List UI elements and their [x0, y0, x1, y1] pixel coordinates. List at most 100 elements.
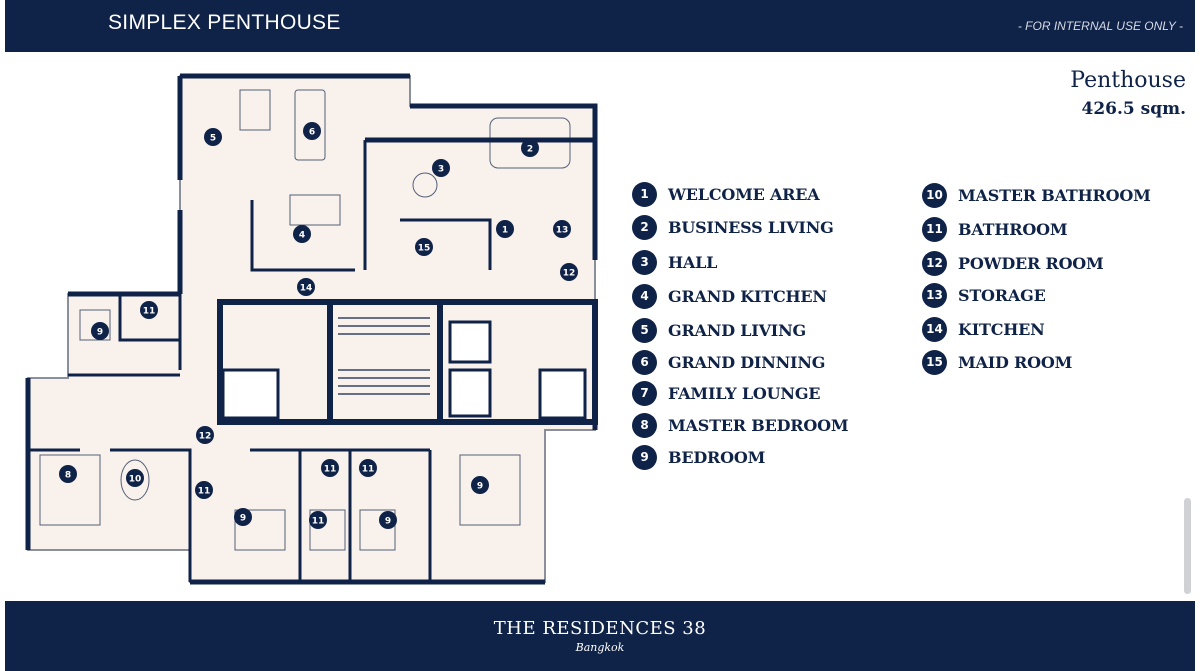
plan-marker: 11 — [309, 511, 327, 529]
legend-number: 15 — [922, 349, 947, 375]
svg-text:9: 9 — [477, 482, 483, 492]
unit-type: Penthouse — [1070, 68, 1186, 93]
plan-marker: 5 — [204, 128, 222, 146]
svg-text:11: 11 — [312, 517, 325, 527]
svg-text:15: 15 — [418, 244, 431, 254]
legend-number: 13 — [922, 282, 947, 308]
legend-number: 2 — [632, 214, 657, 240]
legend-item-welcome-area: 1 WELCOME AREA — [632, 181, 820, 207]
floor-area — [27, 75, 596, 583]
plan-marker: 2 — [521, 139, 539, 157]
legend-number: 3 — [632, 249, 657, 275]
legend-item-grand-kitchen: 4 GRAND KITCHEN — [632, 283, 827, 309]
svg-text:11: 11 — [198, 487, 211, 497]
plan-marker: 11 — [140, 301, 158, 319]
svg-text:10: 10 — [129, 475, 142, 485]
legend-number: 1 — [632, 181, 657, 207]
svg-text:8: 8 — [65, 471, 71, 481]
svg-text:2: 2 — [527, 145, 533, 155]
legend-item-hall: 3 HALL — [632, 249, 717, 275]
svg-text:1: 1 — [502, 226, 508, 236]
svg-text:12: 12 — [199, 432, 212, 442]
plan-marker: 11 — [359, 459, 377, 477]
legend-number: 8 — [632, 412, 657, 438]
legend-label: MASTER BEDROOM — [668, 415, 849, 435]
floor-plan: 5 6 3 2 1 13 4 15 14 12 11 9 8 10 11 12 … — [25, 73, 598, 585]
plan-marker: 9 — [234, 508, 252, 526]
plan-marker: 11 — [195, 481, 213, 499]
legend-label: GRAND DINNING — [668, 352, 826, 372]
building-core — [217, 299, 598, 425]
plan-marker: 12 — [560, 263, 578, 281]
lift-shafts — [221, 320, 587, 420]
legend-number: 6 — [632, 349, 657, 375]
plan-marker: 11 — [321, 459, 339, 477]
legend-label: BATHROOM — [958, 219, 1068, 239]
footer-bar: THE RESIDENCES 38 Bangkok — [5, 601, 1195, 671]
legend-item-grand-living: 5 GRAND LIVING — [632, 317, 806, 343]
plan-marker: 12 — [196, 426, 214, 444]
plan-marker: 4 — [293, 225, 311, 243]
legend-item-master-bedroom: 8 MASTER BEDROOM — [632, 412, 849, 438]
internal-use-note: - FOR INTERNAL USE ONLY - — [1017, 19, 1183, 33]
plan-marker: 6 — [303, 122, 321, 140]
svg-text:9: 9 — [97, 328, 103, 338]
plan-marker: 10 — [126, 469, 144, 487]
plan-marker: 1 — [496, 220, 514, 238]
svg-text:12: 12 — [563, 269, 576, 279]
legend-item-family-lounge: 7 FAMILY LOUNGE — [632, 380, 820, 406]
svg-text:9: 9 — [385, 517, 391, 527]
legend-label: MAID ROOM — [958, 352, 1073, 372]
svg-text:11: 11 — [143, 307, 156, 317]
legend-label: KITCHEN — [958, 319, 1045, 339]
legend-item-maid-room: 15 MAID ROOM — [922, 349, 1072, 375]
legend-number: 14 — [922, 316, 947, 342]
svg-text:13: 13 — [556, 226, 569, 236]
stair-lines — [338, 317, 430, 395]
legend-label: GRAND KITCHEN — [668, 286, 827, 306]
legend-item-master-bathroom: 10 MASTER BATHROOM — [922, 182, 1151, 208]
svg-text:14: 14 — [300, 284, 313, 294]
legend-label: HALL — [668, 252, 718, 272]
svg-text:3: 3 — [438, 165, 444, 175]
legend-label: GRAND LIVING — [668, 320, 806, 340]
svg-text:11: 11 — [324, 465, 337, 475]
partitions — [28, 140, 492, 582]
legend-number: 9 — [632, 444, 657, 470]
legend-label: MASTER BATHROOM — [958, 185, 1151, 205]
unit-area: 426.5 sqm. — [1081, 99, 1186, 119]
plan-marker: 8 — [59, 465, 77, 483]
plan-marker: 14 — [297, 278, 315, 296]
svg-text:5: 5 — [210, 134, 216, 144]
legend-label: FAMILY LOUNGE — [668, 383, 821, 403]
legend-item-business-living: 2 BUSINESS LIVING — [632, 214, 834, 240]
legend-label: BUSINESS LIVING — [668, 217, 834, 237]
svg-text:11: 11 — [362, 465, 375, 475]
legend-label: WELCOME AREA — [668, 184, 820, 204]
legend-number: 11 — [922, 216, 947, 242]
header-bar: SIMPLEX PENTHOUSE - FOR INTERNAL USE ONL… — [5, 0, 1195, 52]
plan-marker: 13 — [553, 220, 571, 238]
plan-marker: 9 — [379, 511, 397, 529]
plan-marker: 9 — [471, 476, 489, 494]
svg-text:9: 9 — [240, 514, 246, 524]
scrollbar-thumb[interactable] — [1184, 498, 1191, 594]
furniture — [39, 89, 571, 551]
legend-label: STORAGE — [958, 285, 1046, 305]
legend-number: 10 — [922, 182, 947, 208]
legend-item-bathroom: 11 BATHROOM — [922, 216, 1068, 242]
legend-label: POWDER ROOM — [958, 253, 1104, 273]
legend-number: 5 — [632, 317, 657, 343]
legend-item-grand-dinning: 6 GRAND DINNING — [632, 349, 825, 375]
legend-item-storage: 13 STORAGE — [922, 282, 1046, 308]
brand-name: THE RESIDENCES 38 — [493, 618, 707, 639]
plan-marker: 15 — [415, 238, 433, 256]
room-markers: 5 6 3 2 1 13 4 15 14 12 11 9 8 10 11 12 … — [59, 122, 578, 529]
legend-label: BEDROOM — [668, 447, 766, 467]
svg-text:6: 6 — [309, 128, 315, 138]
page-title: SIMPLEX PENTHOUSE — [108, 11, 341, 34]
plan-marker: 3 — [432, 159, 450, 177]
legend-number: 12 — [922, 250, 947, 276]
legend-item-powder-room: 12 POWDER ROOM — [922, 250, 1104, 276]
svg-text:4: 4 — [299, 231, 305, 241]
